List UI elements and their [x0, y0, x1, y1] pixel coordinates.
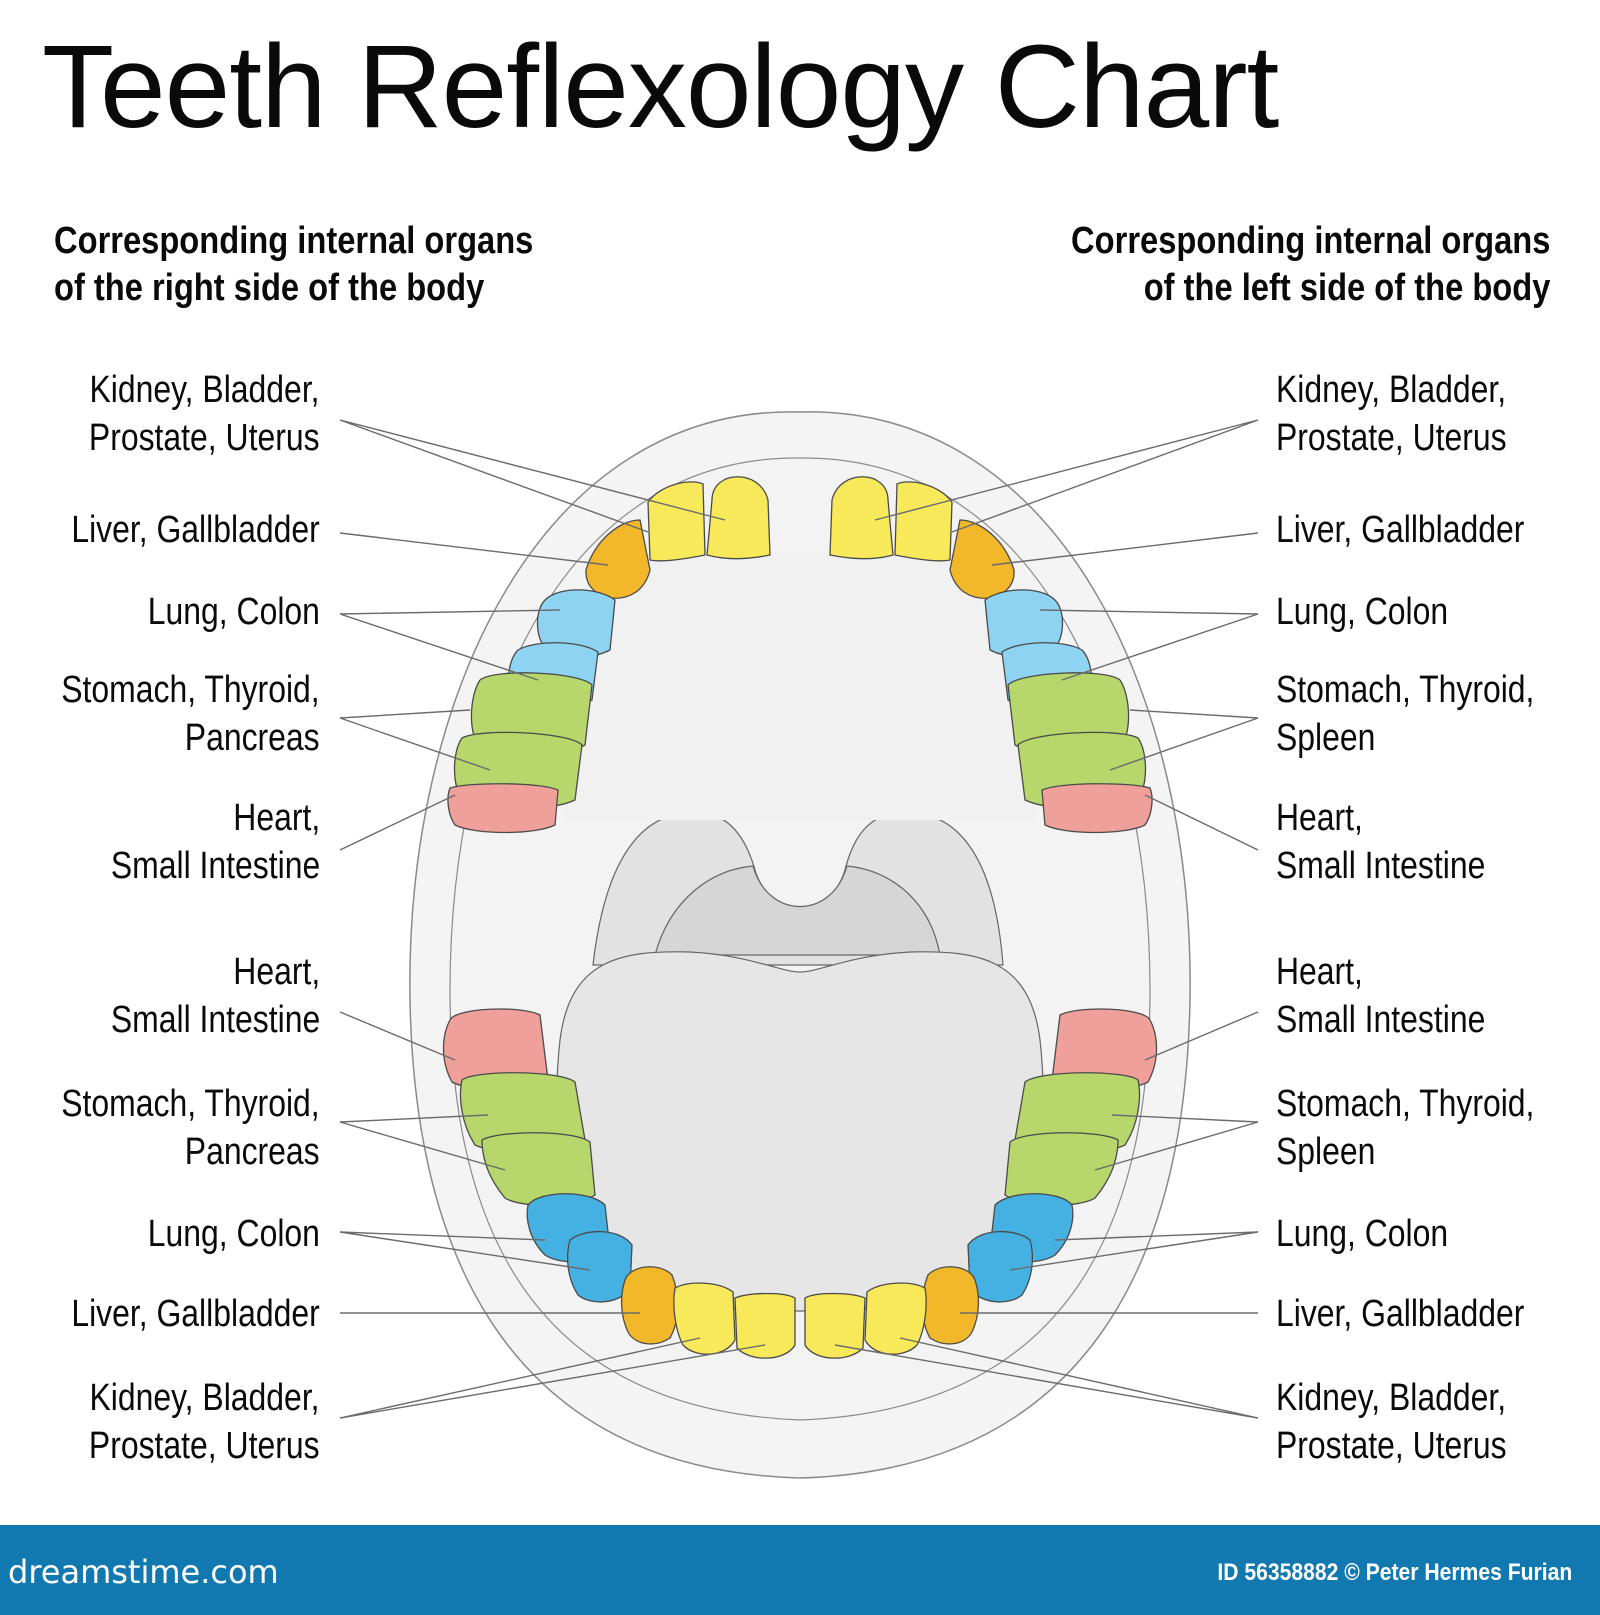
label-lower-left-lung: Lung, Colon	[1276, 1210, 1448, 1258]
label-lower-right-heart: Heart, Small Intestine	[111, 948, 320, 1044]
label-line: Heart,	[1276, 797, 1363, 839]
subheading-line: of the right side of the body	[54, 267, 485, 309]
upper-canine-right	[585, 519, 651, 599]
label-line: Heart,	[1276, 951, 1363, 993]
upper-canine-left	[949, 519, 1015, 599]
label-upper-left-liver: Liver, Gallbladder	[1276, 506, 1524, 554]
label-lower-left-kidney: Kidney, Bladder, Prostate, Uterus	[1276, 1374, 1507, 1470]
subheading-left-body-side: Corresponding internal organs of the lef…	[1071, 218, 1550, 312]
label-line: Lung, Colon	[1276, 591, 1449, 633]
subheading-line: Corresponding internal organs	[54, 220, 534, 262]
brand-logo[interactable]: dreamstime.com	[8, 1553, 279, 1591]
footer-bar: dreamstime.com ID 56358882 © Peter Herme…	[0, 1525, 1600, 1615]
upper-lateral-incisor-right	[647, 481, 706, 562]
label-line: Small Intestine	[110, 845, 320, 887]
label-lower-left-stomach: Stomach, Thyroid, Spleen	[1276, 1080, 1534, 1176]
label-line: Heart,	[233, 797, 320, 839]
label-lower-right-kidney: Kidney, Bladder, Prostate, Uterus	[89, 1374, 320, 1470]
label-line: Stomach, Thyroid,	[1276, 669, 1535, 711]
label-upper-left-lung: Lung, Colon	[1276, 588, 1448, 636]
leader-lines	[339, 419, 1259, 1419]
label-line: Kidney, Bladder,	[1276, 369, 1507, 411]
label-line: Kidney, Bladder,	[1276, 1377, 1507, 1419]
label-line: Liver, Gallbladder	[71, 509, 320, 551]
label-line: Kidney, Bladder,	[89, 369, 320, 411]
label-line: Lung, Colon	[147, 591, 320, 633]
label-line: Lung, Colon	[1276, 1213, 1449, 1255]
label-upper-left-kidney: Kidney, Bladder, Prostate, Uterus	[1276, 366, 1507, 462]
label-lower-right-lung: Lung, Colon	[148, 1210, 320, 1258]
lower-premolar-2-left	[967, 1230, 1033, 1303]
label-line: Liver, Gallbladder	[1276, 509, 1525, 551]
label-line: Spleen	[1276, 717, 1376, 759]
lower-canine-left	[921, 1266, 980, 1345]
subheading-line: of the left side of the body	[1143, 267, 1550, 309]
label-upper-left-heart: Heart, Small Intestine	[1276, 794, 1485, 890]
label-line: Prostate, Uterus	[1276, 417, 1507, 459]
label-upper-right-kidney: Kidney, Bladder, Prostate, Uterus	[89, 366, 320, 462]
label-upper-right-liver: Liver, Gallbladder	[72, 506, 320, 554]
lower-central-incisor-left	[804, 1292, 866, 1359]
label-line: Liver, Gallbladder	[71, 1293, 320, 1335]
subheading-right-body-side: Corresponding internal organs of the rig…	[54, 218, 533, 312]
upper-wisdom-tooth-right	[447, 783, 559, 834]
lower-central-incisor-right	[734, 1292, 796, 1359]
label-line: Small Intestine	[110, 999, 320, 1041]
lower-premolar-2-right	[567, 1230, 633, 1303]
label-line: Prostate, Uterus	[89, 1425, 320, 1467]
chart-title: Teeth Reflexology Chart	[42, 21, 1279, 153]
lower-lateral-incisor-right	[673, 1282, 736, 1355]
palate	[565, 552, 1035, 820]
label-lower-right-liver: Liver, Gallbladder	[72, 1290, 320, 1338]
label-line: Lung, Colon	[147, 1213, 320, 1255]
label-line: Kidney, Bladder,	[89, 1377, 320, 1419]
label-line: Spleen	[1276, 1131, 1376, 1173]
label-lower-right-stomach: Stomach, Thyroid, Pancreas	[62, 1080, 320, 1176]
label-upper-right-stomach: Stomach, Thyroid, Pancreas	[62, 666, 320, 762]
label-line: Stomach, Thyroid,	[61, 669, 320, 711]
lower-canine-right	[620, 1266, 679, 1345]
label-line: Stomach, Thyroid,	[61, 1083, 320, 1125]
label-line: Prostate, Uterus	[89, 417, 320, 459]
label-upper-right-lung: Lung, Colon	[148, 588, 320, 636]
label-lower-left-heart: Heart, Small Intestine	[1276, 948, 1485, 1044]
subheading-line: Corresponding internal organs	[1070, 220, 1550, 262]
label-line: Pancreas	[185, 1131, 320, 1173]
image-credit: ID 56358882 © Peter Hermes Furian	[1217, 1559, 1572, 1586]
label-line: Small Intestine	[1276, 999, 1486, 1041]
label-line: Small Intestine	[1276, 845, 1486, 887]
label-upper-left-stomach: Stomach, Thyroid, Spleen	[1276, 666, 1534, 762]
upper-lateral-incisor-left	[894, 481, 953, 562]
upper-central-incisor-left	[829, 476, 894, 560]
label-line: Prostate, Uterus	[1276, 1425, 1507, 1467]
label-line: Pancreas	[185, 717, 320, 759]
upper-wisdom-tooth-left	[1041, 783, 1153, 834]
label-line: Stomach, Thyroid,	[1276, 1083, 1535, 1125]
soft-palate	[654, 865, 941, 956]
label-line: Liver, Gallbladder	[1276, 1293, 1525, 1335]
lower-lateral-incisor-left	[864, 1282, 927, 1355]
label-upper-right-heart: Heart, Small Intestine	[111, 794, 320, 890]
upper-central-incisor-right	[706, 476, 771, 560]
label-line: Heart,	[233, 951, 320, 993]
label-lower-left-liver: Liver, Gallbladder	[1276, 1290, 1524, 1338]
